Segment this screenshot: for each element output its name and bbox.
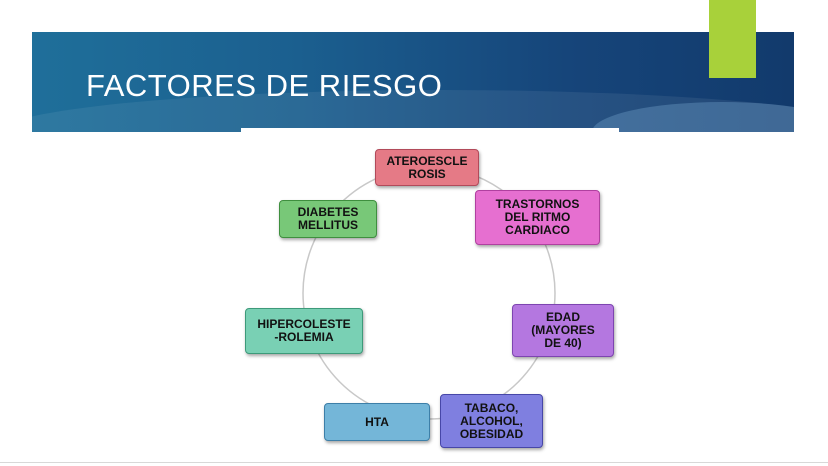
bottom-divider: [0, 462, 828, 463]
node-label: ATEROESCLE ROSIS: [386, 153, 468, 181]
node-hipercolesterolemia: HIPERCOLESTE -ROLEMIA: [245, 308, 363, 354]
node-label: HTA: [365, 414, 389, 429]
node-diabetes-mellitus: DIABETES MELLITUS: [279, 200, 377, 238]
node-hta: HTA: [324, 403, 430, 441]
slide-title: FACTORES DE RIESGO: [86, 68, 443, 103]
title-banner: [32, 32, 794, 132]
green-accent-tab: [709, 0, 756, 78]
node-label: TABACO, ALCOHOL, OBESIDAD: [459, 400, 524, 441]
node-trastornos-ritmo: TRASTORNOS DEL RITMO CARDIACO: [475, 190, 600, 245]
node-label: TRASTORNOS DEL RITMO CARDIACO: [495, 197, 580, 237]
cycle-diagram: ATEROESCLE ROSIS TRASTORNOS DEL RITMO CA…: [241, 128, 619, 466]
node-label: HIPERCOLESTE -ROLEMIA: [257, 317, 351, 344]
node-tabaco-alcohol-obesidad: TABACO, ALCOHOL, OBESIDAD: [440, 394, 543, 448]
node-label: DIABETES MELLITUS: [297, 205, 359, 232]
node-aterosclerosis: ATEROESCLE ROSIS: [375, 149, 479, 186]
node-edad: EDAD (MAYORES DE 40): [512, 304, 614, 357]
node-label: EDAD (MAYORES DE 40): [531, 310, 595, 350]
